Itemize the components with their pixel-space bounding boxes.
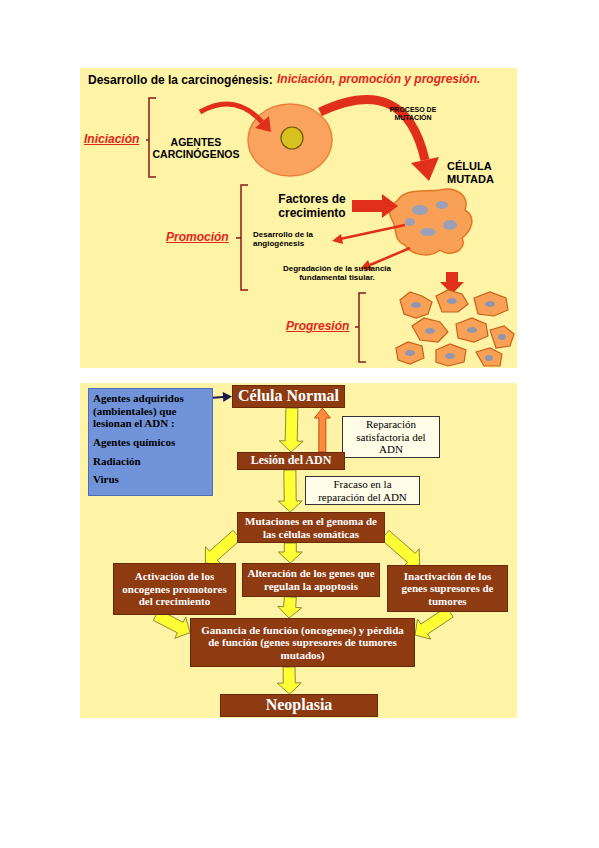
node-text: Inactivación de los genes supresores de …	[391, 570, 504, 608]
stage-label: Progresión	[286, 320, 349, 334]
flow-arrow	[278, 470, 302, 512]
tumor-cell	[436, 344, 466, 366]
chromatin	[436, 201, 448, 209]
process-box: Inactivación de los genes supresores de …	[387, 565, 508, 612]
chromatin	[405, 218, 415, 226]
cell-nucleus	[281, 127, 303, 149]
factor-label: Factores de crecimiento	[262, 193, 362, 221]
process-box: Lesión del ADN	[237, 452, 345, 470]
stage-bracket	[146, 98, 156, 177]
flow-arrow	[279, 408, 303, 452]
chromatin	[498, 334, 506, 340]
chromatin	[485, 301, 495, 307]
stage-label: Promoción	[166, 231, 229, 245]
diagram-title: Desarrollo de la carcinogénesis:	[88, 73, 273, 87]
process-box: Activación de los oncogenes promotores d…	[113, 563, 236, 615]
chromatin	[447, 298, 457, 304]
stage-bracket	[236, 185, 248, 290]
agent-label: AGENTES CARCINÓGENOS	[150, 136, 242, 160]
tumor-cell	[456, 318, 488, 342]
note-box: Fracaso en la reparación del ADN	[305, 476, 420, 505]
block-arrow	[352, 194, 398, 218]
arrow-head	[255, 116, 271, 132]
stage-bracket	[355, 293, 366, 362]
process-box: Alteración de los genes que regulan la a…	[242, 563, 380, 597]
leader-arrow	[370, 248, 410, 265]
bottom-panel	[80, 383, 517, 718]
node-text: Neoplasia	[223, 696, 375, 714]
flow-arrow	[278, 543, 302, 563]
node-text: Activación de los oncogenes promotores d…	[117, 570, 232, 608]
node-text: Radiación	[93, 455, 208, 468]
process-box: Ganancia de función (oncogenes) y pérdid…	[190, 618, 415, 667]
arrow-head	[411, 157, 439, 181]
flow-arrow	[314, 408, 330, 452]
node-text: Célula Normal	[235, 387, 342, 405]
tumor-cell	[400, 292, 432, 318]
node-text: Lesión del ADN	[240, 454, 342, 468]
tumor-cells	[396, 290, 514, 366]
flow-arrow	[205, 530, 241, 564]
title-highlight: Iniciación, promoción y progresión.	[277, 73, 480, 87]
effect-label: Degradación de la sustancia fundamental …	[262, 264, 412, 282]
process-box: Célula Normal	[232, 385, 345, 408]
tumor-nuclei	[405, 298, 506, 361]
tumor-cell	[412, 318, 448, 342]
tumor-cell	[476, 348, 502, 366]
process-box: Mutaciones en el genoma de las células s…	[237, 512, 385, 543]
node-text: Agentes químicos	[93, 436, 208, 449]
flow-arrow	[278, 597, 302, 618]
stage-label: Iniciación	[84, 133, 139, 147]
node-text: Ganancia de función (oncogenes) y pérdid…	[195, 624, 410, 662]
chromatin	[420, 228, 436, 236]
chromatin	[485, 355, 493, 361]
mutated-cell	[390, 189, 472, 255]
chromatin	[445, 353, 455, 359]
node-text: Alteración de los genes que regulan la a…	[245, 567, 377, 592]
tumor-cell	[436, 290, 468, 312]
leader-arrow	[340, 225, 405, 239]
tumor-cell	[396, 342, 424, 364]
result-box: Neoplasia	[220, 694, 378, 717]
chromatin	[443, 220, 457, 230]
note-box: Reparación satisfactoria del ADN	[342, 416, 440, 458]
node-text: Fracaso en la reparación del ADN	[309, 478, 416, 503]
node-text: Mutaciones en el genoma de las células s…	[239, 515, 383, 540]
chromatin	[411, 302, 421, 308]
node-text: Virus	[93, 473, 208, 486]
chromatin	[467, 327, 477, 333]
effect-label: Desarrollo de la angiogénesis	[253, 230, 331, 248]
flow-arrow	[277, 667, 301, 694]
node-text: Agentes adquiridos (ambientales) que les…	[93, 392, 208, 430]
process-label: PROCESO DE MUTACIÓN	[383, 106, 443, 122]
tumor-cell	[490, 326, 514, 348]
curved-arrow	[200, 104, 262, 122]
flow-arrow	[213, 392, 232, 402]
normal-cell	[248, 104, 332, 176]
arrow-head	[332, 234, 343, 244]
chromatin	[405, 350, 415, 356]
agent-box: Agentes adquiridos (ambientales) que les…	[88, 388, 213, 496]
chromatin	[412, 205, 428, 215]
tumor-cell	[474, 292, 508, 316]
chromatin	[425, 328, 435, 334]
top-panel	[80, 68, 517, 368]
cell-label: CÉLULA MUTADA	[447, 160, 507, 185]
flow-arrow	[381, 530, 420, 567]
node-text: Reparación satisfactoria del ADN	[346, 418, 436, 456]
